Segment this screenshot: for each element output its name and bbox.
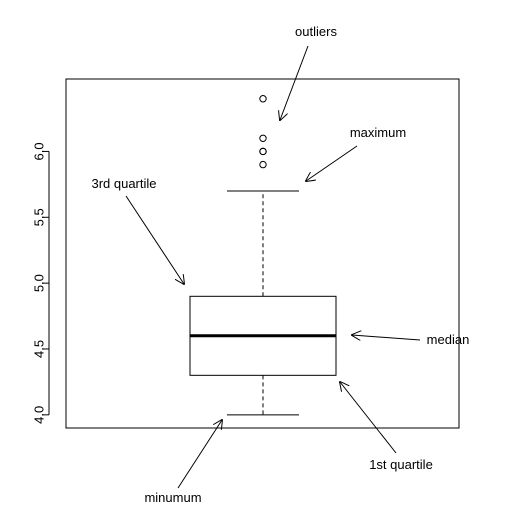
outlier-point xyxy=(259,160,267,169)
arrow-minimum xyxy=(177,420,222,489)
arrow-1st-quartile xyxy=(340,382,397,454)
box-group xyxy=(189,190,337,416)
y-tick-label: 5.5 xyxy=(31,208,46,226)
outlier-point xyxy=(259,134,267,142)
y-axis: 4.0 4.5 5.0 5.5 6.0 xyxy=(31,142,50,424)
y-tick-label: 5.0 xyxy=(31,274,46,292)
annotation-median: median xyxy=(427,332,470,347)
arrow-median xyxy=(352,335,421,340)
y-tick-label: 6.0 xyxy=(31,142,46,160)
arrow-3rd-quartile xyxy=(125,195,184,284)
y-tick-label: 4.0 xyxy=(31,406,46,424)
y-tick-label: 4.5 xyxy=(31,340,46,358)
annotation-outliers: outliers xyxy=(295,24,337,39)
arrow-outliers xyxy=(280,45,309,120)
annotation-maximum: maximum xyxy=(350,125,406,140)
outlier-point xyxy=(259,95,267,103)
annotation-1st-quartile: 1st quartile xyxy=(369,457,433,472)
outlier-group xyxy=(259,95,267,169)
arrow-maximum xyxy=(306,145,358,181)
annotation-3rd-quartile: 3rd quartile xyxy=(91,176,156,191)
outlier-point xyxy=(259,147,267,156)
annotation-minimum: minumum xyxy=(144,490,201,505)
plot-frame xyxy=(65,78,460,429)
